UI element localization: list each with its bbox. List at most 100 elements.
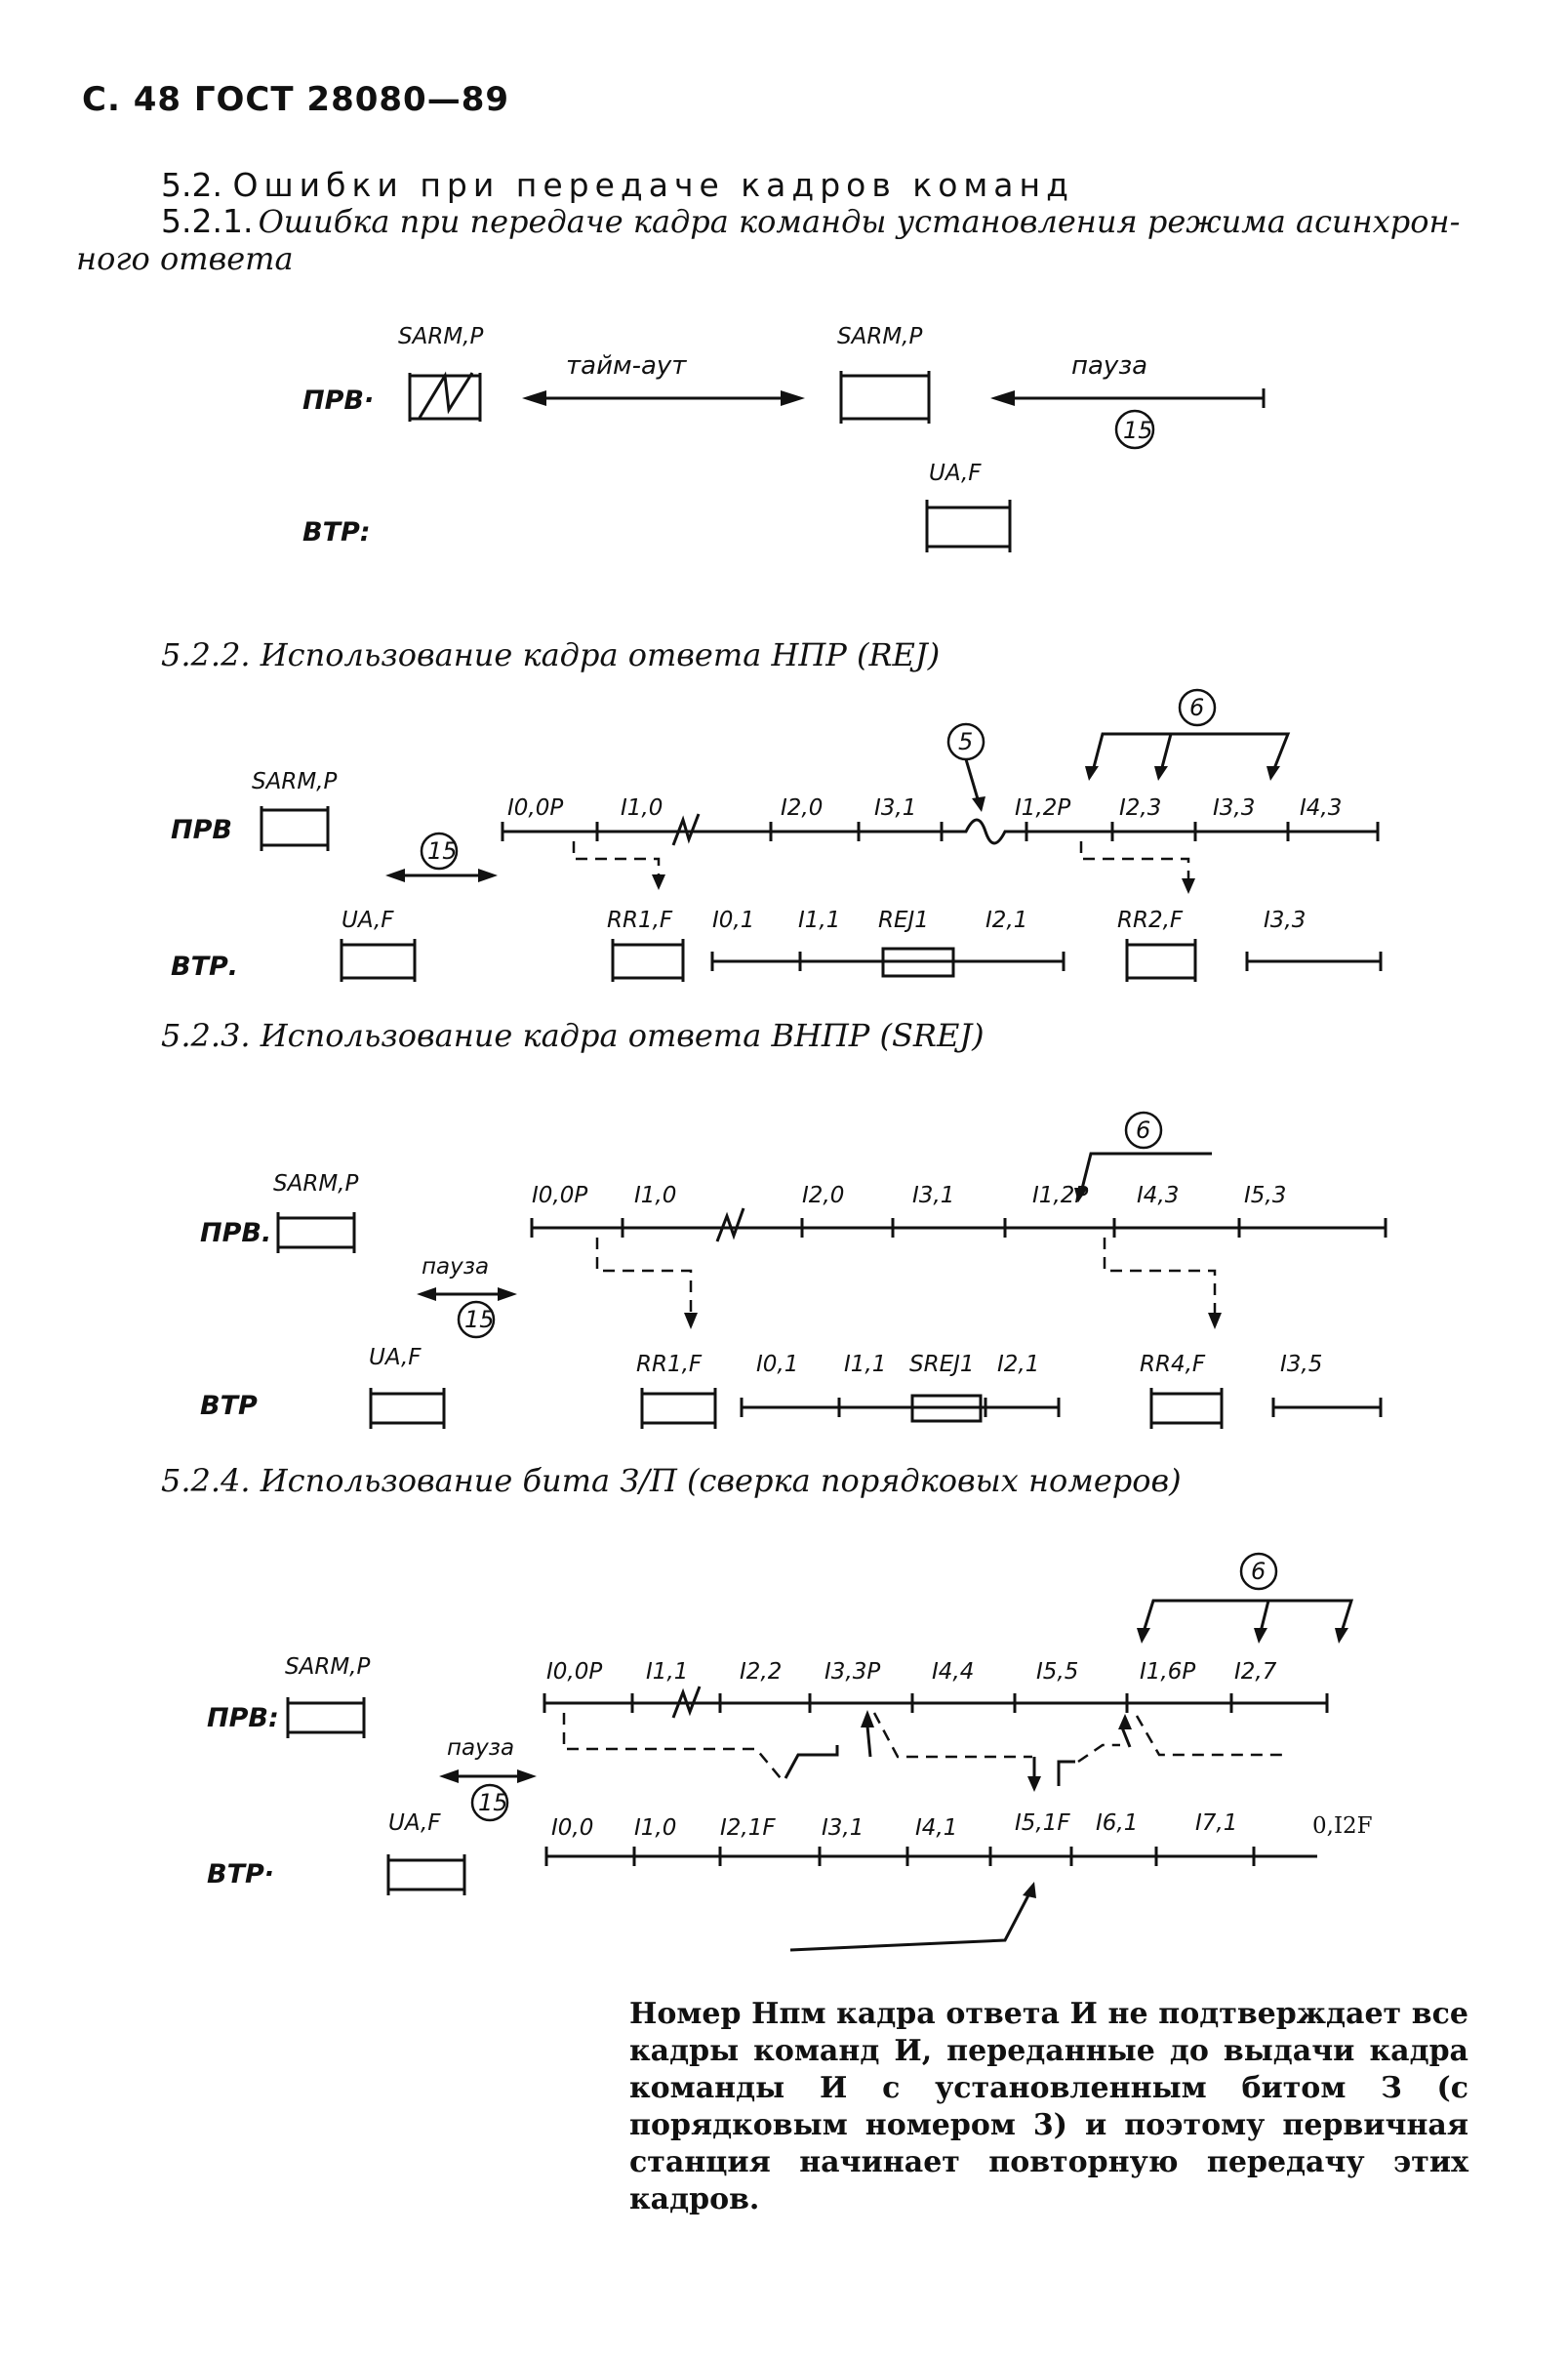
section-5-2-1-text: Ошибка при передаче кадра команды устано…	[258, 203, 1461, 240]
circle-6-marker	[1239, 1552, 1278, 1591]
frame-label: I1,1	[844, 1352, 887, 1377]
frame-box	[260, 808, 330, 847]
frame-label: SARM,P	[252, 769, 338, 794]
error-mark	[671, 1686, 702, 1719]
dashed-arrow	[1135, 1715, 1286, 1757]
frame-label: I2,1	[985, 908, 1028, 933]
pause-label: пауза	[447, 1735, 515, 1761]
diagram-5-2-4-graphics: 15 6	[286, 1552, 1354, 1952]
frame-label: I2,3	[1119, 795, 1162, 821]
frame-label: I0,1	[756, 1352, 799, 1377]
section-5-2-1-text-cont: ного ответа	[76, 240, 294, 277]
vtr-label: ВТР·	[207, 1859, 275, 1890]
circle-label: 6	[1136, 1117, 1150, 1144]
circle-label: 15	[464, 1306, 495, 1333]
frame-label: I3,1	[912, 1183, 955, 1208]
circle-15-marker	[1114, 409, 1155, 450]
frame-label: I1,1	[646, 1659, 689, 1685]
frame-label: I1,6P	[1140, 1659, 1196, 1685]
frame-label: UA,F	[388, 1810, 441, 1836]
frame-box	[925, 506, 1012, 549]
frame-label: I0,0P	[532, 1183, 588, 1208]
frame-label: I3,1	[822, 1815, 864, 1841]
frame-label: UA,F	[929, 461, 982, 486]
frame-label: SREJ1	[909, 1352, 975, 1377]
frame-box	[276, 1216, 356, 1249]
circle-label: 5	[958, 728, 973, 755]
frame-label: I2,7	[1234, 1659, 1277, 1685]
arrowhead	[781, 390, 805, 406]
frame-label: I3,1	[874, 795, 917, 821]
arrowhead	[1154, 766, 1168, 781]
frame-label: REJ1	[878, 908, 929, 933]
frame-label: I3,3P	[824, 1659, 881, 1685]
circle-label: 15	[478, 1789, 508, 1816]
diagram-5-2-1-graphics: 15	[408, 371, 1266, 552]
dashed-arrow	[1103, 1238, 1217, 1318]
arrowhead	[1266, 766, 1280, 781]
note-paragraph: Номер Hпм кадра ответа И не подтверждает…	[629, 1997, 1468, 2216]
frame-box	[1125, 943, 1197, 980]
pause-label: пауза	[422, 1254, 490, 1280]
error-mark	[715, 1207, 745, 1242]
section-5-2-1-number: 5.2.1.	[161, 202, 254, 240]
frame-label: I0,1	[712, 908, 755, 933]
prv-label: ПРВ	[171, 815, 232, 845]
arrowhead	[478, 869, 498, 882]
arrowhead	[1182, 878, 1195, 894]
page-header: С. 48 ГОСТ 28080—89	[82, 80, 510, 119]
pointer-line	[789, 1892, 1031, 1952]
frame-label: I2,1F	[720, 1815, 776, 1841]
frame-box	[881, 947, 955, 978]
frame-label: I1,0	[634, 1815, 677, 1841]
bracket-line	[1091, 732, 1291, 772]
circle-label: 15	[1123, 417, 1153, 444]
frame-label: RR2,F	[1117, 908, 1184, 933]
pointer-line	[1120, 1727, 1132, 1748]
frame-label: 0,I2F	[1312, 1813, 1373, 1839]
frame-label: I0,0P	[546, 1659, 603, 1685]
frame-label: I0,0	[551, 1815, 594, 1841]
arrowhead	[522, 390, 546, 406]
frame-label: RR4,F	[1140, 1352, 1206, 1377]
arrowhead	[1085, 766, 1099, 781]
frame-label: SARM,P	[837, 324, 923, 349]
section-5-2-text: Ошибки при передаче кадров команд	[232, 166, 1074, 204]
circle-label: 6	[1189, 694, 1204, 721]
frame-label: I4,1	[915, 1815, 958, 1841]
frame-box	[340, 943, 417, 980]
bracket-line	[1142, 1599, 1354, 1633]
dashed-arrow	[595, 1238, 693, 1318]
frame-label: I4,3	[1137, 1183, 1180, 1208]
section-5-2-1-title: 5.2.1. Ошибка при передаче кадра команды…	[161, 202, 1460, 240]
frame-label: I1,0	[621, 795, 663, 821]
vtr-label: ВТР.	[171, 952, 239, 982]
frame-label: I3,5	[1280, 1352, 1323, 1377]
dashed-arrow	[1077, 1743, 1120, 1764]
frame-label: UA,F	[369, 1345, 422, 1370]
frame-label: I2,0	[781, 795, 824, 821]
arrowhead	[652, 874, 665, 890]
arrowhead	[990, 390, 1015, 406]
frame-label: I0,0P	[507, 795, 564, 821]
frame-label: RR1,F	[607, 908, 673, 933]
circle-6-marker	[1178, 688, 1217, 727]
frame-label: I5,3	[1244, 1183, 1287, 1208]
frame-label: I7,1	[1195, 1810, 1238, 1836]
arrowhead	[972, 796, 985, 812]
frame-label: I1,2P	[1015, 795, 1071, 821]
frame-label: SARM,P	[398, 324, 484, 349]
vtr-label: ВТР	[200, 1391, 258, 1421]
bracket-branch	[1259, 1600, 1270, 1633]
circle-6-marker	[1124, 1111, 1163, 1150]
pause-label: пауза	[1071, 351, 1148, 381]
vtr-label: ВТР:	[302, 517, 371, 548]
dashed-arrow	[572, 841, 661, 878]
circle-label: 6	[1251, 1558, 1266, 1585]
frame-box	[1149, 1392, 1224, 1425]
section-5-2-4-title: 5.2.4. Использование бита З/П (сверка по…	[161, 1462, 1182, 1499]
prv-timeline	[503, 818, 1378, 845]
frame-box	[910, 1394, 983, 1423]
bracket-line	[1079, 1152, 1212, 1194]
